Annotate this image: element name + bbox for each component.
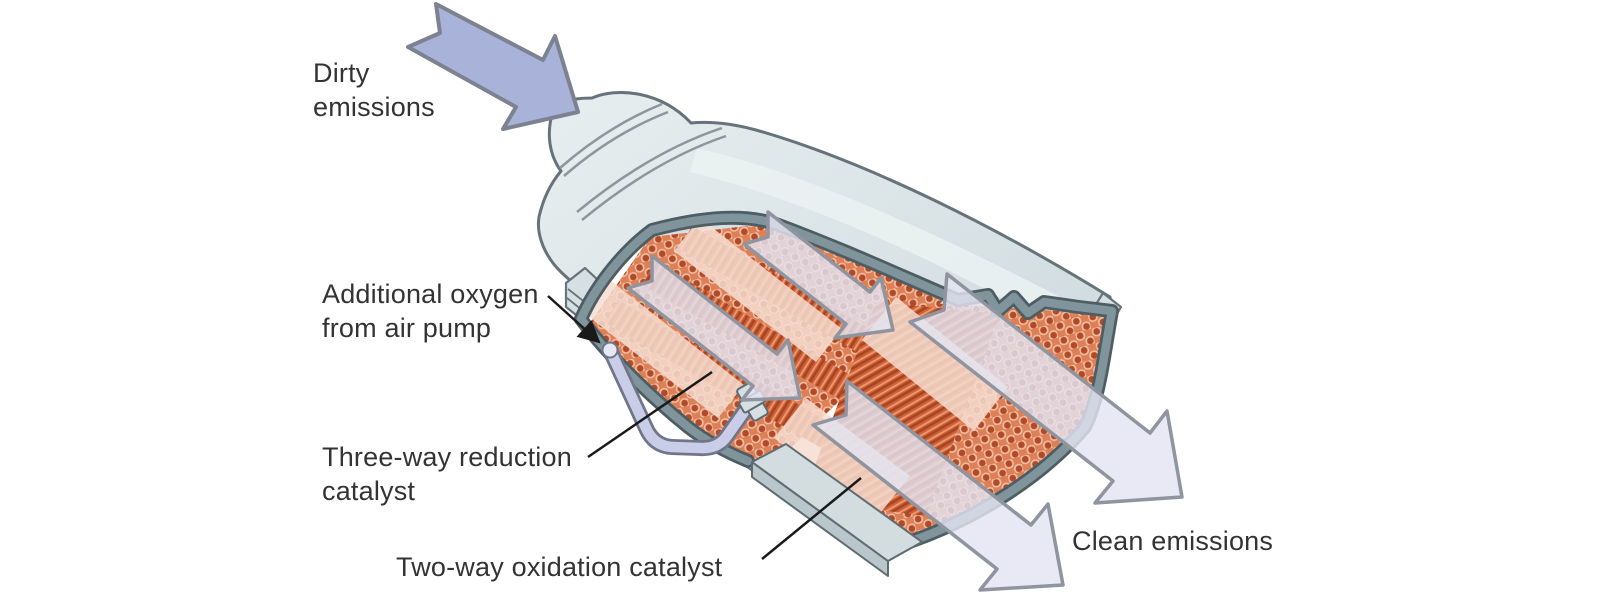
clean-emissions-arrow-1 [908,272,1184,505]
funnel-seam-1b [563,110,669,177]
flow-channel-light-band [584,280,744,418]
funnel-seam-1 [559,102,663,169]
label-additional-oxygen: Additional oxygen from air pump [322,279,539,343]
leader-three-way-catalyst [587,370,713,459]
label-three-way-catalyst: Three-way reduction catalyst [322,442,572,506]
funnel-seam-2 [576,126,723,213]
air-tube-open-end [601,341,619,359]
dirty-emissions-arrow [406,2,580,131]
flow-channel-light-band [674,218,842,362]
shell-highlight [690,148,1058,316]
catalyst-tray [751,443,923,577]
label-two-way-catalyst: Two-way oxidation catalyst [396,552,723,582]
label-clean-emissions: Clean emissions [1072,526,1274,556]
funnel-seam-2b [581,134,727,221]
leader-additional-oxygen [547,295,601,344]
flow-arrow-internal-1 [742,210,895,340]
clean-emissions-arrow-2 [811,379,1065,592]
flow-channel-light-band [862,297,1008,431]
leader-two-way-catalyst [761,477,862,560]
flow-arrow-internal-2 [626,254,802,402]
flow-channel-light-band [774,398,910,516]
label-dirty-emissions: Dirty emissions [313,58,435,122]
